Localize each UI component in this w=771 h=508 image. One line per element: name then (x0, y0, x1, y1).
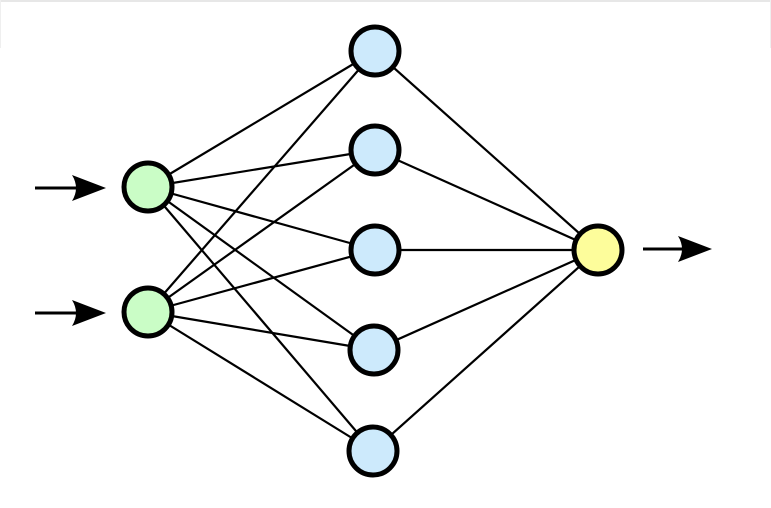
input-arrow-1-head-icon (72, 175, 106, 201)
hidden-3-node (348, 223, 402, 277)
edge-input-1-hidden-5 (147, 186, 374, 452)
input-2-node (121, 285, 175, 339)
hidden-1-node (348, 24, 402, 78)
edge-input-1-hidden-2 (147, 148, 376, 189)
edge-input-1-hidden-4 (147, 186, 375, 351)
edge-input-1-hidden-3 (147, 185, 376, 252)
hidden-5-node (346, 424, 400, 478)
window-left-edge (0, 0, 1, 48)
edge-hidden-5-output-1 (372, 249, 599, 452)
output-arrow-head-icon (678, 236, 712, 262)
edge-input-2-hidden-1 (147, 50, 376, 313)
edge-hidden-2-output-1 (374, 148, 599, 252)
output-1-node (571, 223, 625, 277)
edge-hidden-4-output-1 (373, 248, 599, 352)
edge-input-1-hidden-1 (147, 50, 376, 188)
edge-input-2-hidden-3 (147, 248, 376, 314)
edge-hidden-1-output-1 (374, 50, 599, 251)
edge-input-2-hidden-2 (147, 149, 376, 313)
hidden-2-node (348, 123, 402, 177)
edge-input-2-hidden-5 (147, 311, 374, 452)
input-1-node (121, 160, 175, 214)
hidden-4-node (347, 323, 401, 377)
window-top-border (0, 0, 771, 2)
edge-input-2-hidden-4 (147, 310, 375, 352)
input-arrow-2-head-icon (72, 300, 106, 326)
